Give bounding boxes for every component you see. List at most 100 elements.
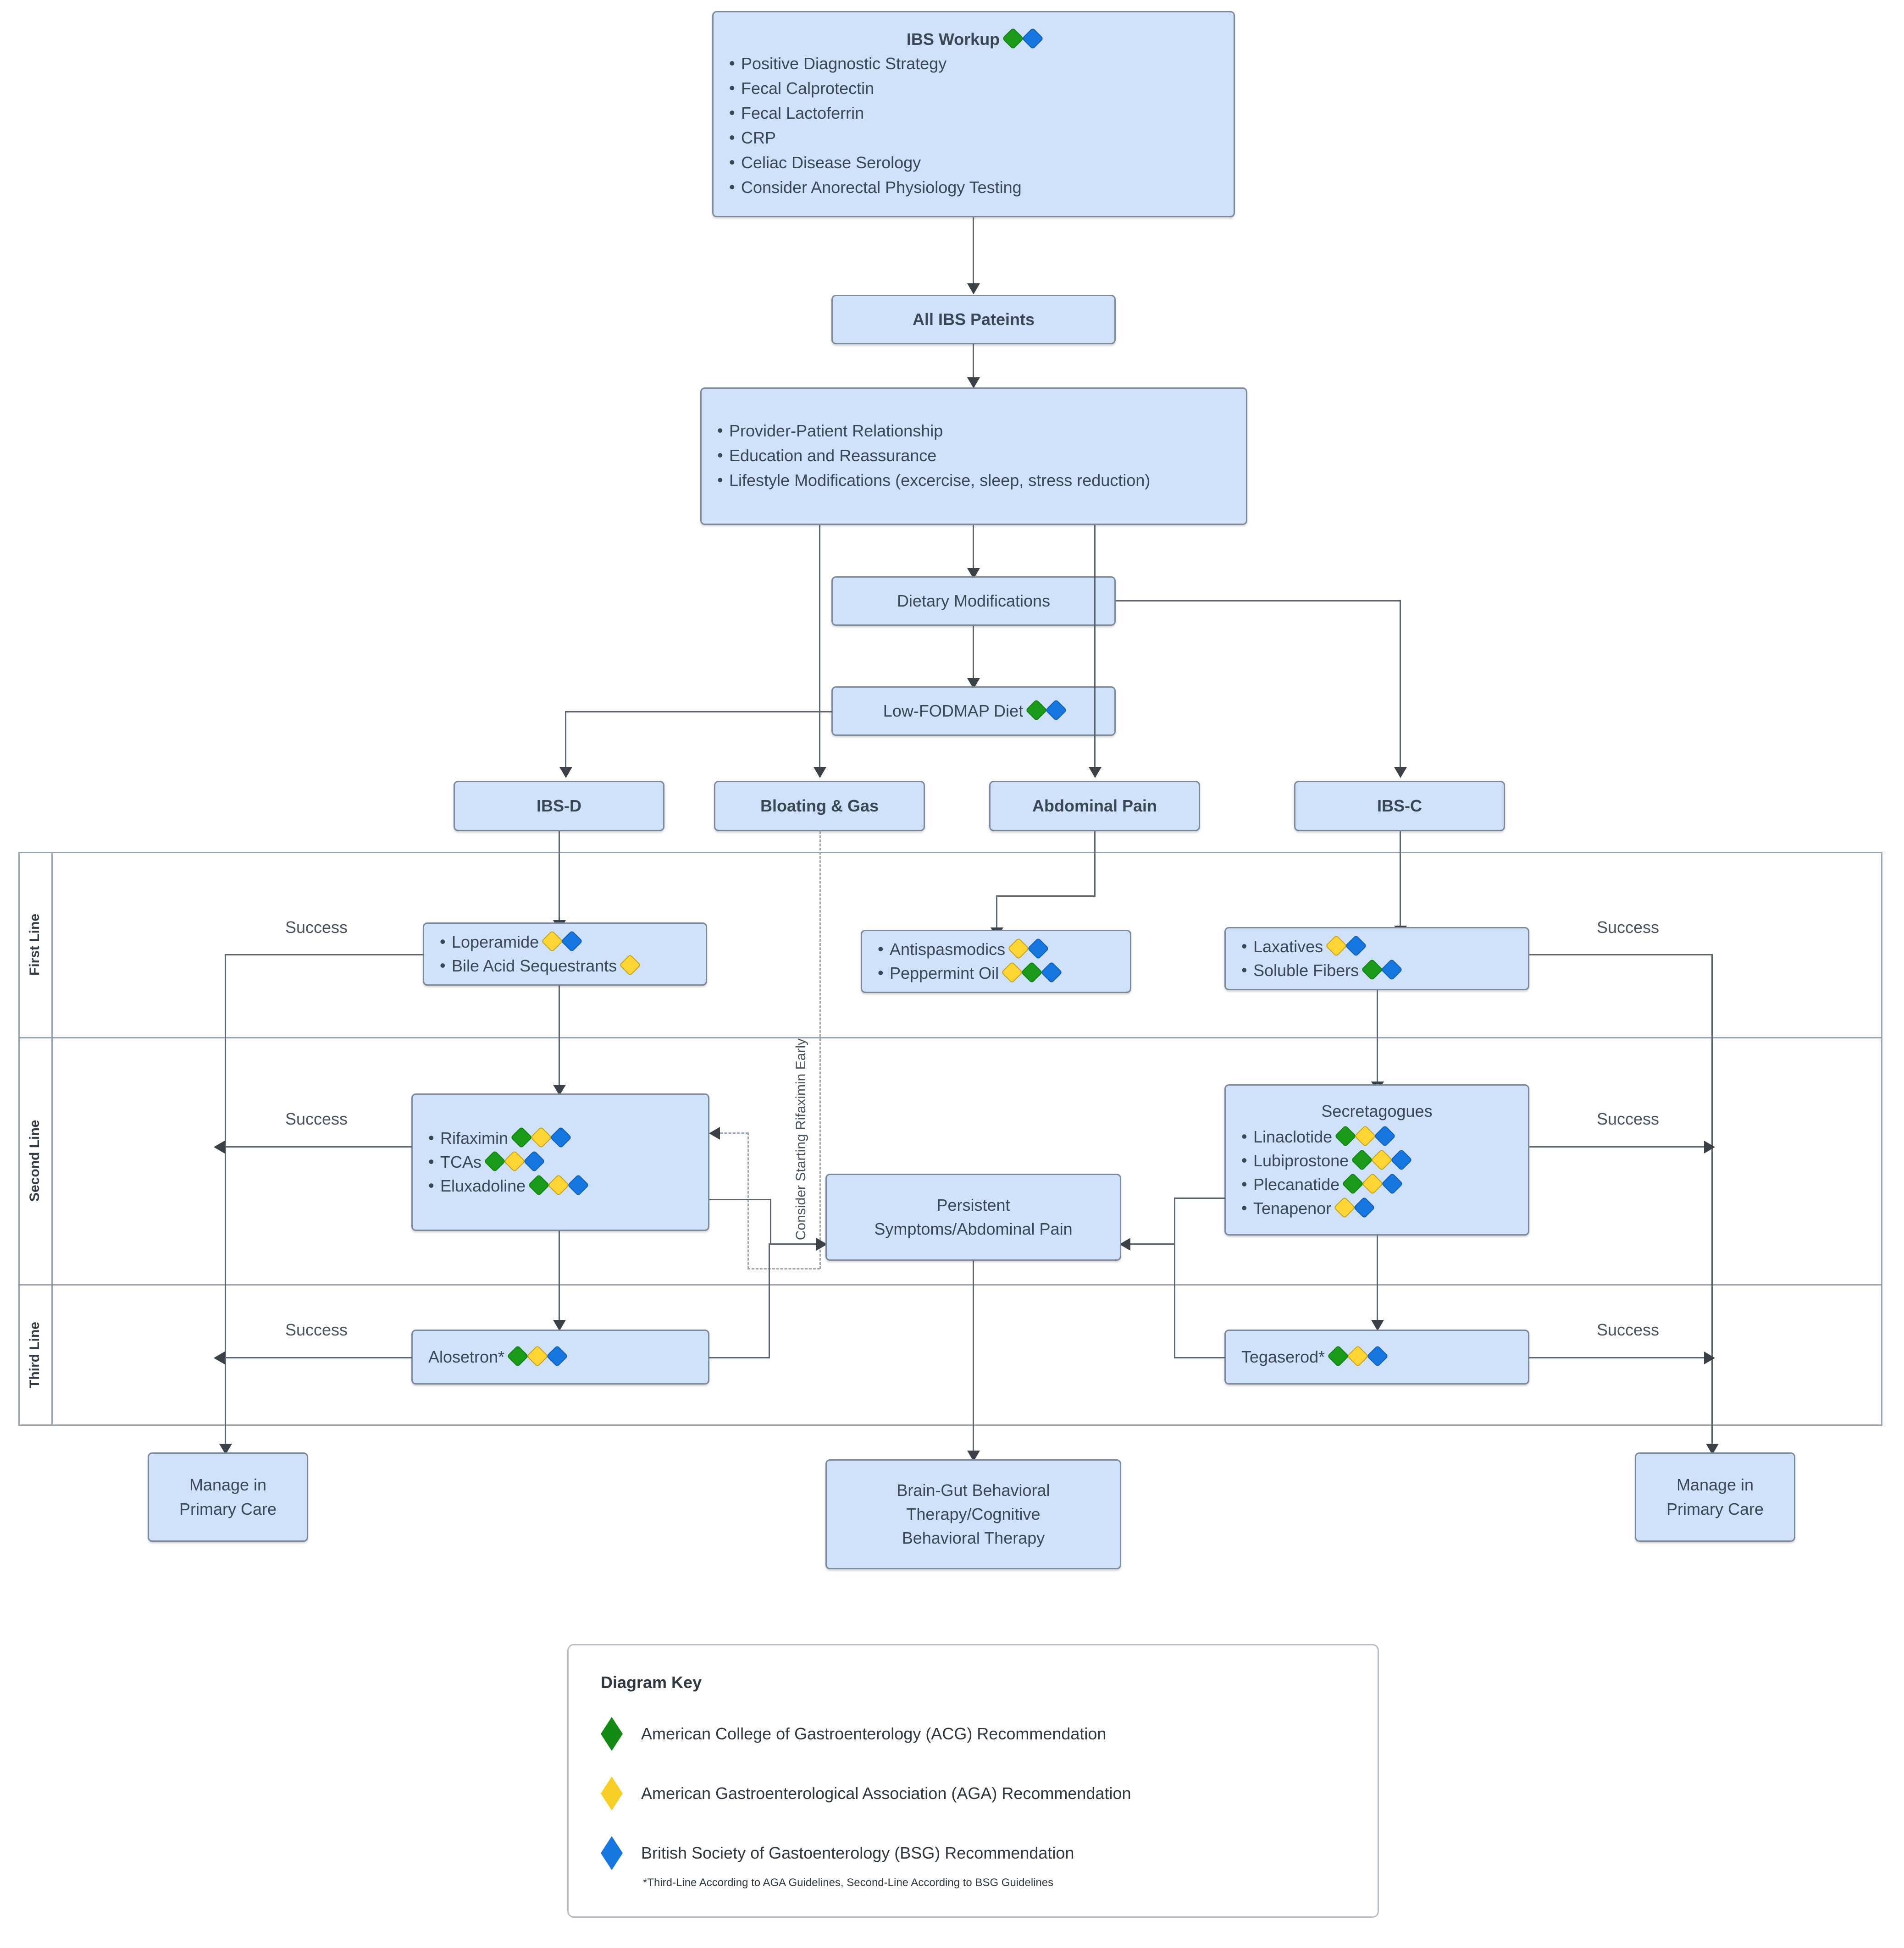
persistent-symptoms-line1: Persistent: [936, 1195, 1010, 1214]
acg-diamond-icon: [1342, 1173, 1364, 1195]
legend-row-acg: American College of Gastroenterology (AC…: [601, 1717, 1345, 1751]
arrow-icon: [1394, 767, 1407, 778]
node-abdominal-pain: Abdominal Pain: [989, 781, 1200, 831]
node-ibsc-first-line: Laxatives Soluble Fibers: [1224, 927, 1529, 990]
legend-title: Diagram Key: [601, 1673, 702, 1692]
node-persistent-symptoms: Persistent Symptoms/Abdominal Pain: [825, 1174, 1121, 1261]
aga-diamond-icon: [526, 1345, 549, 1367]
acg-diamond-icon: [1334, 1125, 1357, 1147]
secretagogues-list: Linaclotide Lubiprostone Plecanatide Ten…: [1238, 1125, 1516, 1221]
aga-diamond-icon: [1362, 1173, 1384, 1195]
behavioral-line2: Therapy/Cognitive: [906, 1504, 1041, 1523]
acg-diamond-icon: [1351, 1148, 1373, 1171]
connector: [973, 344, 974, 380]
node-ibsc-second-line: Secretagogues Linaclotide Lubiprostone P…: [1224, 1084, 1529, 1236]
pain-first-line-list: Antispasmodics Peppermint Oil: [874, 937, 1118, 985]
connector: [225, 954, 424, 955]
connector: [1174, 1197, 1225, 1199]
legend-label-aga: American Gastroenterological Association…: [641, 1784, 1131, 1803]
bsg-diamond-icon: [1041, 961, 1063, 984]
bsg-diamond-icon: [1381, 958, 1403, 981]
lane-label-column-divider: [51, 852, 53, 1426]
node-bloating-gas: Bloating & Gas: [714, 781, 925, 831]
primary-care-left-line1: Manage in: [189, 1475, 267, 1495]
bsg-diamond-icon: [1027, 937, 1050, 960]
edge-label-success: Success: [281, 1109, 353, 1129]
connector: [769, 1243, 770, 1358]
connector: [1094, 525, 1096, 770]
legend-label-acg: American College of Gastroenterology (AC…: [641, 1724, 1107, 1743]
arrow-icon: [1089, 767, 1101, 778]
aga-diamond-icon: [1001, 961, 1024, 984]
list-item: CRP: [725, 126, 1222, 150]
connector: [973, 626, 974, 681]
connector: [1400, 831, 1401, 928]
tegaserod-text: Tegaserod*: [1241, 1347, 1325, 1366]
node-ibs-c: IBS-C: [1294, 781, 1505, 831]
bsg-diamond-icon: [546, 1345, 569, 1367]
edge-label-success: Success: [1592, 918, 1664, 937]
connector: [1377, 990, 1378, 1084]
connector: [973, 1261, 974, 1453]
connector: [709, 1357, 770, 1358]
bsg-diamond-icon: [1367, 1345, 1389, 1367]
bsg-diamond-icon: [1045, 699, 1068, 721]
connector: [225, 1357, 412, 1358]
bsg-diamond-icon: [1022, 28, 1044, 50]
alosetron-label: Alosetron*: [425, 1345, 696, 1369]
ibs-c-label: IBS-C: [1377, 796, 1422, 815]
primary-care-right-line2: Primary Care: [1666, 1499, 1764, 1518]
connector: [565, 711, 832, 712]
general-care-list: Provider-Patient Relationship Education …: [714, 419, 1234, 494]
arrow-icon: [1119, 1238, 1130, 1251]
list-item: Provider-Patient Relationship: [714, 419, 1234, 443]
dashed-connector: [720, 1132, 748, 1134]
list-item-text: Linaclotide: [1253, 1127, 1333, 1146]
list-item: TCAs: [425, 1150, 696, 1174]
list-item: Eluxadoline: [425, 1174, 696, 1198]
acg-diamond-icon: [528, 1174, 550, 1197]
connector: [770, 1199, 771, 1243]
list-item-text: Antispasmodics: [890, 939, 1006, 959]
abdominal-pain-label: Abdominal Pain: [1032, 796, 1157, 815]
legend-label-bsg: British Society of Gastoenterology (BSG)…: [641, 1843, 1074, 1862]
ibsc-first-line-list: Laxatives Soluble Fibers: [1238, 934, 1516, 982]
aga-diamond-icon: [530, 1126, 553, 1148]
list-item-text: Lifestyle Modifications (excercise, slee…: [729, 471, 1151, 490]
list-item: Soluble Fibers: [1238, 958, 1516, 982]
bloating-gas-label: Bloating & Gas: [760, 796, 879, 815]
connector: [996, 895, 1096, 897]
connector: [1174, 1197, 1175, 1243]
node-manage-primary-care-right: Manage in Primary Care: [1635, 1452, 1795, 1542]
list-item: Rifaximin: [425, 1126, 696, 1150]
bsg-diamond-icon: [561, 930, 583, 952]
ibs-workup-title-text: IBS Workup: [906, 30, 1000, 49]
tegaserod-label: Tegaserod*: [1238, 1345, 1516, 1369]
list-item: Positive Diagnostic Strategy: [725, 51, 1222, 76]
arrow-icon: [967, 377, 980, 388]
aga-diamond-icon: [548, 1174, 570, 1197]
behavioral-line3: Behavioral Therapy: [902, 1529, 1045, 1548]
list-item: Lifestyle Modifications (excercise, slee…: [714, 468, 1234, 492]
node-general-care: Provider-Patient Relationship Education …: [700, 387, 1247, 525]
aga-diamond-icon: [541, 930, 564, 952]
connector: [1174, 1357, 1225, 1358]
aga-diamond-icon: [619, 954, 642, 977]
connector: [996, 895, 997, 930]
legend-row-bsg: British Society of Gastoenterology (BSG)…: [601, 1836, 1345, 1870]
dietary-modifications-label: Dietary Modifications: [897, 591, 1051, 610]
list-item: Fecal Calprotectin: [725, 76, 1222, 100]
aga-diamond-icon: [1007, 937, 1030, 960]
arrow-icon: [1371, 1320, 1384, 1331]
lane-label-second-line: Second Line: [27, 1120, 42, 1202]
acg-diamond-icon: [510, 1126, 533, 1148]
connector: [973, 217, 974, 286]
low-fodmap-label: Low-FODMAP Diet: [833, 699, 1114, 723]
connector: [559, 1231, 560, 1323]
list-item: Fecal Lactoferrin: [725, 101, 1222, 125]
bsg-diamond-icon: [1374, 1125, 1396, 1147]
connector: [225, 1146, 412, 1148]
connector: [1529, 1146, 1711, 1148]
legend-row-aga: American Gastroenterological Association…: [601, 1777, 1345, 1810]
